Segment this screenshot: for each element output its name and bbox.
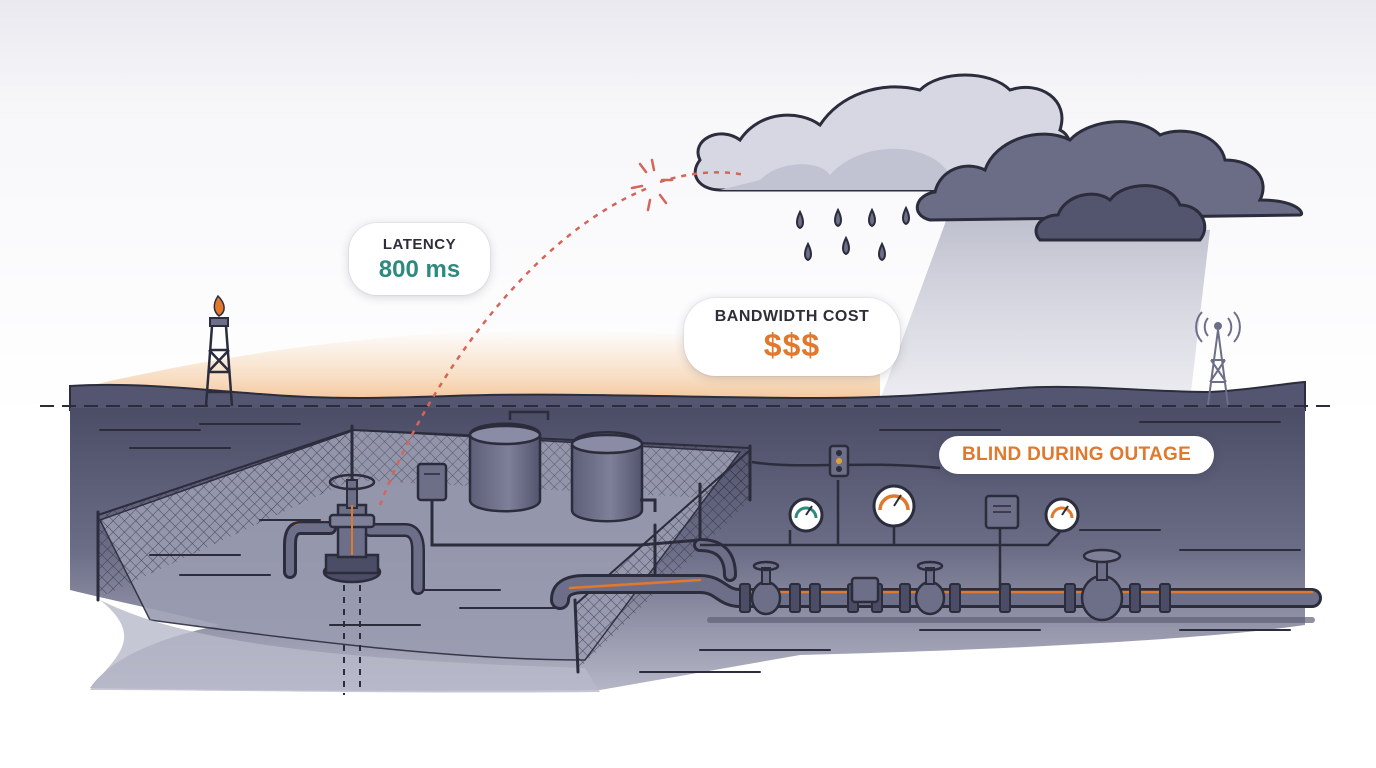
- bandwidth-cost-callout: BANDWIDTH COST $$$: [684, 298, 900, 376]
- pad-piping: [283, 498, 702, 595]
- pressure-gauge-icon: [872, 484, 916, 528]
- valve-icon: [750, 560, 782, 616]
- latency-callout: LATENCY 800 ms: [349, 223, 490, 295]
- raindrops: [796, 205, 910, 262]
- pad-shadow: [90, 600, 600, 693]
- valve-icon: [850, 576, 880, 604]
- junction-box-icon: [416, 462, 448, 502]
- pressure-gauge-icon: [1044, 497, 1080, 533]
- latency-label: LATENCY: [382, 236, 457, 253]
- distant-hills: [69, 380, 1306, 411]
- bandwidth-cost-label: BANDWIDTH COST: [714, 308, 870, 325]
- storm-cloud-icon: [693, 73, 1303, 242]
- signal-break-icon: [630, 158, 674, 212]
- storage-tank-icon: [570, 431, 657, 523]
- flare-stack-icon: [204, 294, 234, 407]
- pipeline: [550, 538, 1322, 623]
- well-bore: [343, 585, 361, 695]
- bandwidth-cost-value: $$$: [763, 327, 821, 363]
- signal-path: [378, 158, 746, 506]
- valve-icon: [1080, 548, 1124, 622]
- latency-value: 800 ms: [378, 256, 461, 283]
- valve-icon: [914, 560, 946, 616]
- cell-tower-icon: [1195, 311, 1241, 406]
- junction-box-icon: [984, 494, 1020, 530]
- fence: [96, 424, 752, 674]
- ground-streaks: [99, 421, 1301, 673]
- outage-callout: BLIND DURING OUTAGE: [939, 436, 1214, 474]
- traffic-light-icon: [828, 444, 850, 478]
- wellhead-icon: [322, 470, 382, 584]
- pressure-gauge-icon: [788, 497, 824, 533]
- rain-shaft: [880, 210, 1210, 400]
- storage-tank-icon: [468, 410, 550, 513]
- horizon-glow: [70, 330, 880, 410]
